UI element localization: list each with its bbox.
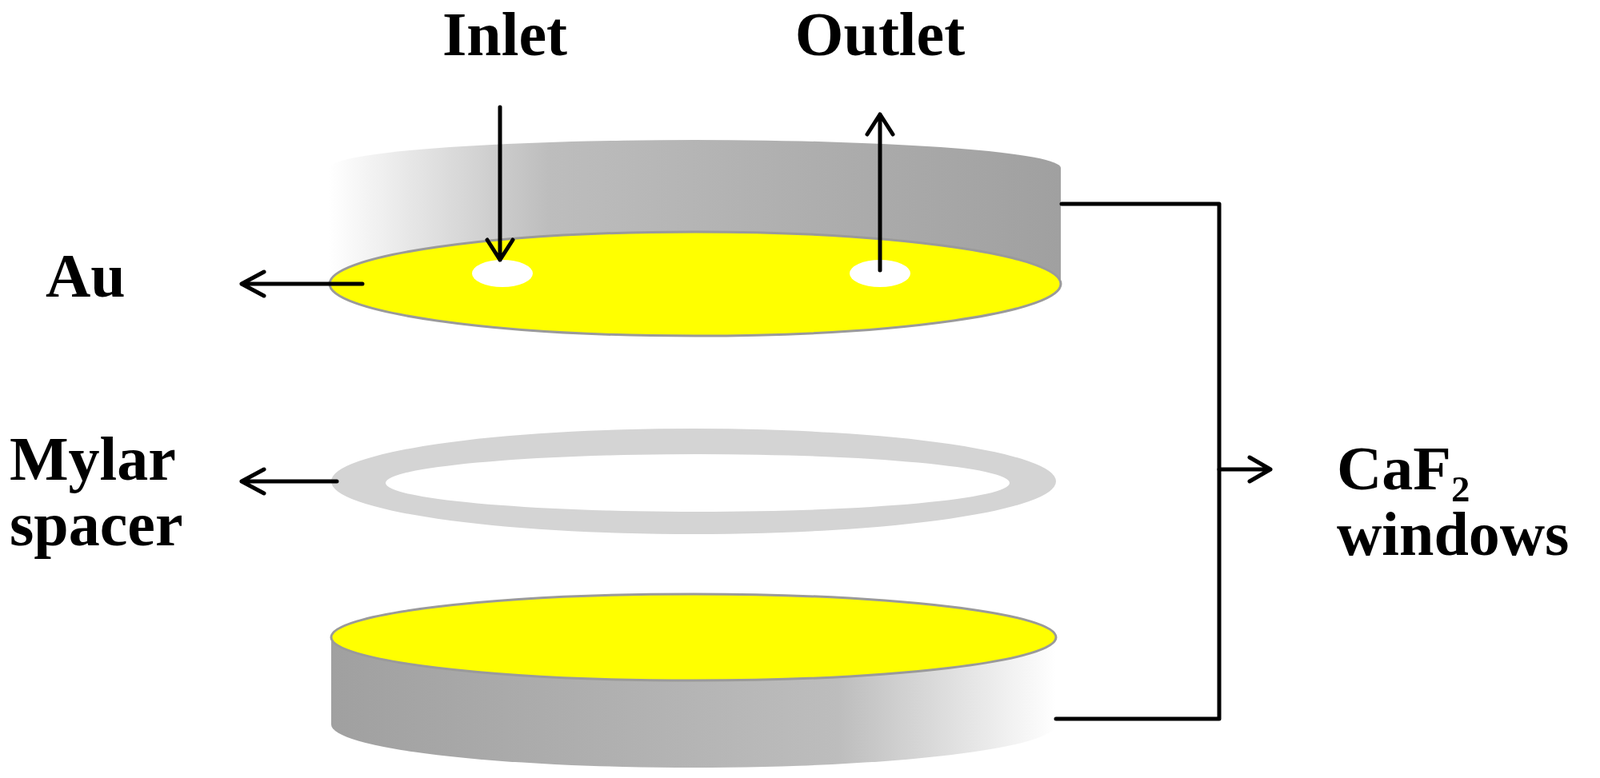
window-leader <box>1219 457 1271 482</box>
bottom-window <box>331 594 1056 768</box>
flow-label: Inlet <box>442 1 568 68</box>
inlet-hole <box>472 260 533 288</box>
top-window <box>329 140 1061 336</box>
flow-label: Outlet <box>795 1 965 68</box>
inlet-arrow <box>487 107 513 260</box>
part-label: CaF₂ windows <box>1336 436 1593 568</box>
part-label: Au <box>45 243 126 309</box>
gold-coating <box>329 232 1061 336</box>
outlet-arrow <box>867 114 893 271</box>
gold-coating <box>331 594 1056 681</box>
part-label: Mylar spacer <box>9 426 210 558</box>
mylar-spacer-ring <box>331 428 1056 535</box>
au-leader <box>241 272 363 296</box>
window-bracket <box>1056 204 1220 720</box>
mylar-leader <box>241 469 337 494</box>
